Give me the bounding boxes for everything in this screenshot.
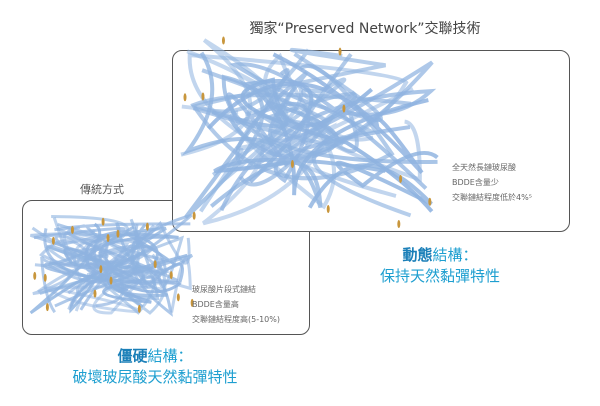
note: 全天然長鏈玻尿酸 — [452, 163, 516, 172]
ribbon — [84, 233, 182, 294]
note: 交聯鏈結程度低於4%⁵ — [452, 193, 532, 202]
ribbon — [186, 49, 336, 210]
crosslink — [176, 293, 180, 302]
new-notes: 全天然長鏈玻尿酸 BDDE含量少 交聯鏈結程度低於4%⁵ — [452, 160, 532, 205]
crosslink — [201, 92, 205, 101]
old-notes: 玻尿酸片段式鏈結 BDDE含量高 交聯鏈結程度高(5-10%) — [192, 282, 280, 327]
crosslink — [93, 289, 97, 298]
crosslink — [109, 276, 113, 285]
crosslink — [99, 265, 103, 274]
note: 交聯鏈結程度高(5-10%) — [192, 315, 280, 324]
ribbon — [37, 217, 124, 293]
crosslink — [290, 160, 294, 169]
rigid-rest: 結構： — [147, 347, 193, 365]
note: BDDE含量少 — [452, 178, 499, 187]
crosslink — [137, 304, 141, 313]
ribbon — [180, 38, 289, 157]
rigid-desc: 破壞玻尿酸天然黏彈特性 — [72, 368, 238, 386]
crosslink — [183, 93, 187, 102]
crosslink — [45, 303, 49, 312]
note: 玻尿酸片段式鏈結 — [192, 285, 256, 294]
crosslink — [145, 222, 149, 231]
dynamic-structure: 動態結構： 保持天然黏彈特性 — [360, 244, 520, 286]
crosslink — [33, 271, 37, 280]
crosslink — [43, 273, 47, 282]
crosslink — [338, 47, 342, 56]
dynamic-desc: 保持天然黏彈特性 — [379, 267, 500, 285]
crosslink — [51, 236, 55, 245]
rigid-bold: 僵硬 — [117, 347, 148, 365]
crosslink — [116, 229, 120, 238]
ribbon — [219, 62, 437, 212]
dynamic-rest: 結構： — [432, 246, 478, 264]
crosslink — [70, 225, 74, 234]
crosslink — [342, 104, 346, 113]
crosslink — [192, 211, 196, 220]
ribbon — [45, 215, 141, 270]
note: BDDE含量高 — [192, 300, 239, 309]
crosslink — [101, 217, 105, 226]
crosslink — [428, 197, 432, 206]
crosslink — [169, 271, 173, 280]
crosslink — [399, 174, 403, 183]
rigid-structure: 僵硬結構： 破壞玻尿酸天然黏彈特性 — [40, 345, 270, 387]
crosslink — [397, 220, 401, 229]
crosslink — [190, 298, 194, 307]
page-title: 獨家“Preserved Network”交聯技術 — [249, 21, 481, 37]
ribbon — [74, 259, 164, 315]
traditional-label: 傳統方式 — [80, 183, 124, 196]
crosslink — [106, 233, 110, 242]
dynamic-bold: 動態 — [402, 246, 433, 264]
crosslink — [153, 260, 157, 269]
crosslink — [326, 205, 330, 214]
crosslink — [221, 36, 225, 45]
